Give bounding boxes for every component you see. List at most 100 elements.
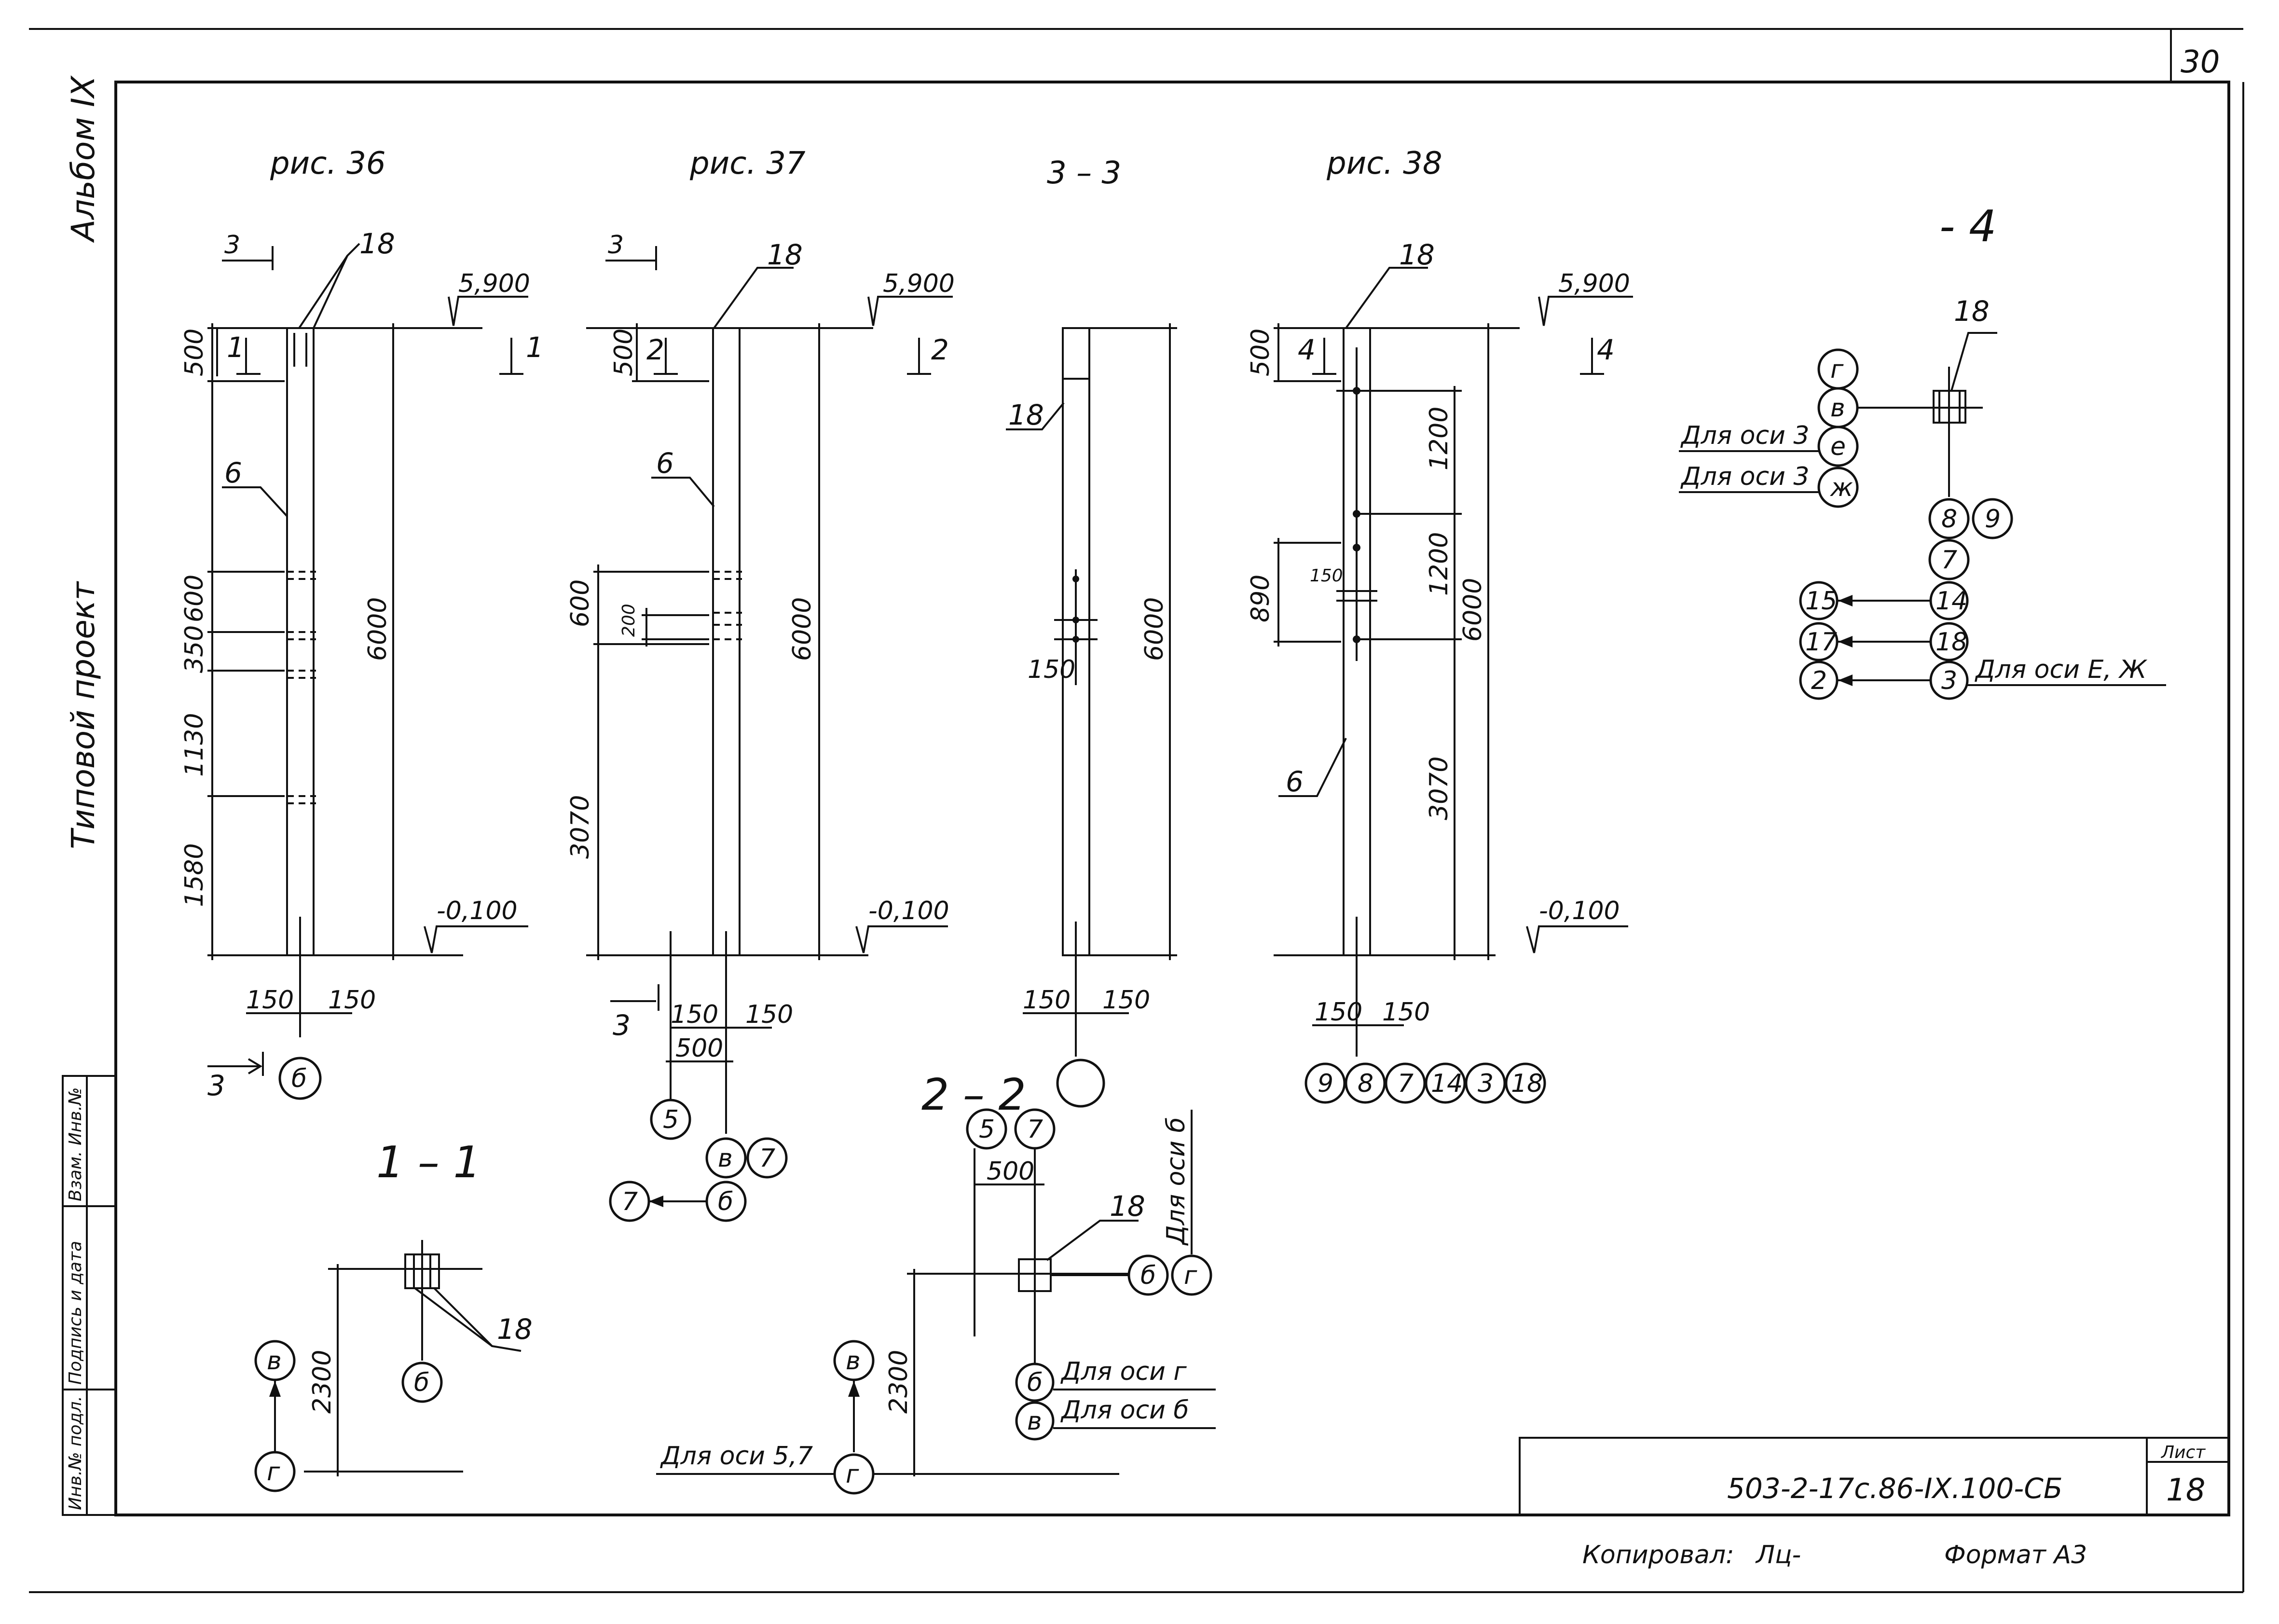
section44-note-e: Для оси 3 — [1680, 421, 1809, 450]
fig37-title: рис. 37 — [689, 146, 806, 181]
section22-note-right: Для оси б — [1162, 1117, 1191, 1246]
fig38-dim-500: 500 — [1246, 329, 1275, 376]
project-type-label: Типовой проект — [65, 580, 102, 849]
section33-bottom-dim-left: 150 — [1023, 986, 1071, 1015]
section33-pos18: 18 — [1008, 399, 1044, 431]
fig38-bubble-14: 14 — [1431, 1069, 1463, 1098]
section11-bubble-center: б — [414, 1368, 429, 1397]
section33-total-height: 6000 — [1140, 597, 1169, 661]
section11-pos18: 18 — [497, 1313, 533, 1346]
fig36-bubble: б — [291, 1064, 307, 1093]
left-stamp — [62, 1075, 117, 1516]
section44-bubble-7: 7 — [1941, 546, 1957, 575]
fig36-dim-350: 350 — [180, 625, 209, 673]
fig37-dim-500: 500 — [609, 329, 638, 376]
copied-by: Копировал: — [1582, 1541, 1734, 1569]
section44-axis-e: е — [1830, 432, 1846, 461]
section22-bubble-b2: в — [1027, 1407, 1042, 1436]
section44-axis-zh: ж — [1830, 473, 1853, 502]
fig38-dim-3070: 3070 — [1425, 757, 1454, 820]
fig38-bubble-3: 3 — [1478, 1069, 1494, 1098]
section11-bubble-bottom: г — [267, 1458, 280, 1486]
fig36-cut-label-right: 1 — [526, 331, 544, 364]
fig37-cut-label-right: 2 — [931, 333, 949, 366]
fig37-section-mark-bottom: 3 — [613, 1009, 631, 1042]
section22-bubble-left-top: в — [846, 1347, 861, 1376]
section33-bottom-dim-right: 150 — [1102, 986, 1150, 1015]
fig37: рис. 37 3 500 600 200 3070 6000 2 2 5,90… — [566, 146, 955, 1222]
section22-bubble-7: 7 — [1027, 1115, 1043, 1144]
fig36-pos6: 6 — [224, 456, 242, 489]
fig37-bubble-5: 5 — [663, 1105, 679, 1134]
section33-dim-150: 150 — [1028, 655, 1075, 684]
section44-axis-v: в — [1830, 394, 1845, 423]
fig37-section-mark-top: 3 — [608, 231, 624, 260]
fig37-dim-600: 600 — [566, 579, 595, 627]
fig38-cut-label-right: 4 — [1597, 333, 1615, 366]
section22: 2 – 2 5 7 500 18 б г Для оси б 2300 б Дл… — [656, 1070, 1216, 1495]
section44-pair1-right: 14 — [1936, 587, 1967, 616]
fig36: рис. 36 3 500 600 350 1130 1580 6000 — [180, 146, 544, 1102]
fig37-bottom-dim-500: 500 — [675, 1034, 723, 1063]
section44-pair2-left: 17 — [1805, 628, 1837, 657]
section33: 3 – 3 150 6000 18 150 150 — [1006, 155, 1177, 1108]
fig37-elev-bottom: -0,100 — [868, 896, 949, 925]
fig36-dim-500: 500 — [180, 329, 209, 376]
section44-pair2-right: 18 — [1936, 628, 1967, 657]
fig37-bubble-b: б — [718, 1187, 733, 1216]
section22-title: 2 – 2 — [921, 1070, 1026, 1120]
fig38: рис. 38 500 1200 1200 890 150 3070 6000 — [1246, 146, 1633, 1104]
fig36-section-mark-top: 3 — [224, 231, 240, 260]
fig37-pos6: 6 — [656, 447, 674, 480]
fig38-bubble-8: 8 — [1358, 1069, 1373, 1098]
fig37-bubble-7: 7 — [759, 1144, 775, 1173]
copied-signature: Лц- — [1755, 1541, 1801, 1569]
fig37-elev-top: 5,900 — [883, 269, 955, 298]
sheet-frame — [29, 28, 2244, 1593]
stamp-signature: Подпись и дата — [66, 1241, 85, 1385]
section22-bubble-right-g: г — [1184, 1261, 1197, 1290]
fig37-dim-200: 200 — [619, 604, 639, 637]
fig38-bubble-9: 9 — [1318, 1069, 1333, 1098]
fig38-dim-1200b: 1200 — [1425, 532, 1454, 596]
fig37-bottom-dim-right: 150 — [745, 1000, 793, 1029]
fig36-bottom-dim-right: 150 — [328, 986, 376, 1015]
section22-note-b2: Для оси б — [1060, 1396, 1189, 1425]
fig38-bubble-18: 18 — [1511, 1069, 1543, 1098]
fig38-dim-890: 890 — [1246, 575, 1275, 622]
fig38-pos6: 6 — [1286, 765, 1304, 798]
designation: 503-2-17с.86-IX.100-СБ — [1727, 1472, 2063, 1505]
title-block — [1519, 1437, 2229, 1515]
fig36-elev-top: 5,900 — [458, 269, 530, 298]
fig38-total-height: 6000 — [1458, 578, 1487, 642]
fig36-dim-1130: 1130 — [180, 713, 209, 777]
fig38-elev-top: 5,900 — [1558, 269, 1630, 298]
fig36-elev-bottom: -0,100 — [437, 896, 518, 925]
fig38-elev-bottom: -0,100 — [1539, 896, 1620, 925]
section22-dim: 2300 — [884, 1350, 913, 1414]
fig36-pos18: 18 — [359, 227, 395, 260]
fig38-dim-1200a: 1200 — [1425, 407, 1454, 470]
fig36-dim-600: 600 — [180, 575, 209, 622]
sheet-label: Лист — [2160, 1443, 2206, 1462]
section22-bubble-right-b: б — [1140, 1261, 1156, 1290]
fig38-title: рис. 38 — [1326, 146, 1442, 181]
section44-pair3-right: 3 — [1941, 666, 1957, 695]
section22-dim-500: 500 — [987, 1157, 1034, 1186]
stamp-inv: Инв.№ подл. — [66, 1396, 85, 1510]
section44-bubble-8: 8 — [1941, 505, 1957, 534]
fig38-bottom-dim-left: 150 — [1315, 998, 1362, 1027]
section44-bubble-9: 9 — [1985, 505, 2001, 534]
fig37-bubble-7b: 7 — [622, 1187, 638, 1216]
section44-note-pairs: Для оси Е, Ж — [1975, 655, 2147, 684]
section22-note-b1: Для оси г — [1060, 1357, 1187, 1386]
fig38-cut-label-left: 4 — [1298, 333, 1316, 366]
fig36-bottom-dim-left: 150 — [246, 986, 294, 1015]
fig37-bottom-dim-left: 150 — [671, 1000, 718, 1029]
fig37-cut-label-left: 2 — [646, 333, 664, 366]
stamp-replace: Взам. Инв.№ — [66, 1087, 85, 1201]
section22-note-left: Для оси 5,7 — [660, 1442, 813, 1471]
fig36-total-height: 6000 — [363, 597, 392, 661]
section22-bubble-b1: б — [1027, 1368, 1043, 1397]
fig36-title: рис. 36 — [270, 146, 386, 181]
